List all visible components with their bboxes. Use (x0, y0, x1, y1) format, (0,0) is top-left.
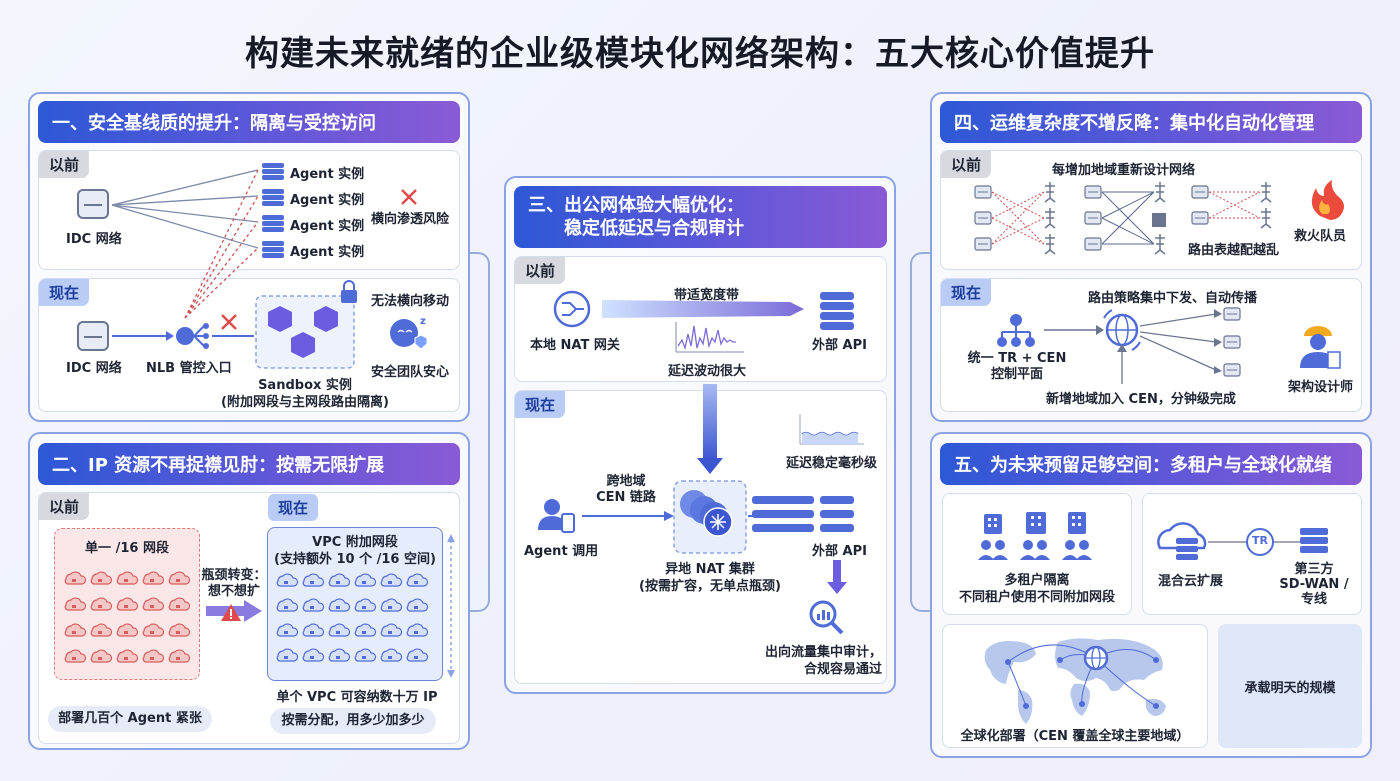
unified-label: 统一 TR + CEN 控制平面 (967, 351, 1067, 382)
agent-server-icons (262, 163, 284, 258)
mesh-group-1-icon (974, 181, 1056, 255)
new-region-label: 新增地域加入 CEN，分钟级完成 (1046, 392, 1236, 407)
egress-heading-line2: 稳定低延迟与合规审计 (564, 218, 744, 239)
before-tag: 以前 (39, 151, 90, 178)
agent-user-icon (538, 499, 575, 533)
routes-label: 路由表越配越乱 (1188, 243, 1280, 258)
api-server-icon (820, 292, 854, 330)
sandbox-cubes-icon (268, 306, 338, 358)
deploy-pill: 部署几百个 Agent 紧张 (48, 706, 212, 732)
idc-label-now: IDC 网络 (66, 361, 122, 376)
ops-now: 现在 (940, 278, 1362, 412)
vpc-note: (支持额外 10 个 /16 空间) (274, 552, 436, 567)
no-lateral-label: 无法横向移动 (371, 294, 450, 309)
bottleneck-label: 瓶颈转变： 想不想扩 (201, 568, 267, 599)
global-label: 全球化部署（CEN 覆盖全球主要地域） (960, 729, 1190, 744)
redesign-label: 每增加地域重新设计网络 (1052, 163, 1196, 178)
audit-label: 出向流量集中审计， 合规容易通过 (764, 645, 882, 677)
mesh-group-2-icon (1084, 181, 1166, 255)
risk-cross-icon (401, 189, 417, 205)
safe-team-label: 安全团队安心 (371, 365, 450, 380)
bandwidth-label: 带适宽度带 (674, 288, 740, 303)
agent-call-label: Agent 调用 (524, 544, 599, 559)
agent-label-2: Agent 实例 (290, 193, 365, 208)
panel-security-heading: 一、安全基线质的提升：隔离与受控访问 (38, 101, 460, 143)
architect-label: 架构设计师 (1288, 380, 1354, 395)
before-tag-ip: 以前 (39, 493, 90, 520)
latency-label: 延迟波动很大 (668, 364, 747, 379)
sandbox-label: Sandbox 实例 (258, 378, 352, 393)
now-tag: 现在 (39, 279, 90, 306)
hybrid-label: 混合云扩展 (1158, 574, 1224, 589)
agent-label-3: Agent 实例 (290, 219, 365, 234)
hybrid-cloud-icon (1157, 522, 1207, 560)
before-tag-ops: 以前 (941, 151, 992, 178)
risk-label: 横向渗透风险 (371, 212, 450, 227)
vpc-label: VPC 附加网段 (312, 535, 398, 550)
svg-text:z: z (420, 316, 426, 327)
nat-cluster-label: 异地 NAT 集群 (665, 562, 755, 577)
page-title: 构建未来就绪的企业级模块化网络架构：五大核心价值提升 (245, 34, 1155, 74)
panel-future-heading: 五、为未来预留足够空间：多租户与全球化就绪 (940, 443, 1362, 485)
panel-ops-heading: 四、运维复杂度不增反降：集中化自动化管理 (940, 101, 1362, 143)
api-label-now: 外部 API (812, 544, 867, 559)
nat-cluster-note: (按需扩容，无单点瓶颈) (639, 579, 781, 594)
control-plane-icon (997, 314, 1035, 347)
global-hub-icon (1083, 645, 1109, 671)
tenant-label: 多租户隔离 不同租户使用不同附加网段 (958, 573, 1115, 605)
connector-right (910, 252, 932, 612)
now-tag-ip: 现在 (268, 494, 319, 521)
connector-left (468, 252, 490, 612)
agent-label-4: Agent 实例 (290, 245, 365, 260)
before-tag-egress: 以前 (515, 257, 566, 284)
single-net-label: 单一 /16 网段 (85, 541, 169, 556)
hybrid-card (1142, 493, 1362, 615)
sandbox-note: (附加网段与主网段路由隔离) (221, 395, 389, 410)
nat-gateway-icon (553, 290, 591, 328)
safe-team-icon: z (390, 316, 428, 350)
panel-ip-heading: 二、IP 资源不再捉襟见肘：按需无限扩展 (38, 443, 460, 485)
scale-label: 承载明天的规模 (1244, 681, 1336, 696)
fire-icon (1311, 180, 1344, 220)
capacity-label: 单个 VPC 可容纳数十万 IP (276, 690, 438, 705)
idc-server-icon (77, 189, 109, 219)
bottleneck-arrow-icon (206, 600, 262, 622)
scale-card (1218, 624, 1362, 748)
tr-label: TR (1252, 534, 1268, 547)
cen-globe-icon (1103, 309, 1141, 351)
idc-label: IDC 网络 (66, 232, 122, 247)
on-demand-pill: 按需分配，用多少加多少 (270, 708, 436, 734)
nlb-icon (176, 323, 209, 349)
stable-latency-icon (799, 414, 864, 445)
agent-label-1: Agent 实例 (290, 167, 365, 182)
latency-ok-label: 延迟稳定毫秒级 (786, 456, 878, 471)
api-server-icon-now (752, 496, 854, 532)
panel-egress-heading: 三、出公网体验大幅优化： 稳定低延迟与合规审计 (514, 186, 887, 248)
architect-icon (1300, 326, 1341, 369)
firefighter-label: 救火队员 (1294, 229, 1347, 244)
idc-server-icon-now (77, 321, 109, 351)
local-nat-label: 本地 NAT 网关 (530, 338, 620, 353)
cross-region-label: 跨地域 CEN 链路 (596, 474, 656, 505)
nlb-label: NLB 管控入口 (146, 361, 232, 376)
thirdparty-server-icon (1300, 528, 1328, 553)
api-label: 外部 API (812, 338, 867, 353)
policy-label: 路由策略集中下发、自动传播 (1088, 291, 1258, 306)
nat-cluster-icon (680, 490, 733, 537)
now-tag-egress: 现在 (515, 391, 566, 418)
lock-icon (341, 280, 357, 303)
latency-wave-icon (675, 322, 744, 353)
mesh-group-3-icon (1191, 181, 1272, 229)
egress-heading-line1: 三、出公网体验大幅优化： (528, 195, 744, 216)
audit-magnifier-icon (809, 600, 844, 635)
blocked-cross-icon (221, 314, 237, 330)
now-tag-ops: 现在 (941, 279, 992, 306)
thirdparty-label: 第三方 SD-WAN / 专线 (1279, 562, 1349, 607)
